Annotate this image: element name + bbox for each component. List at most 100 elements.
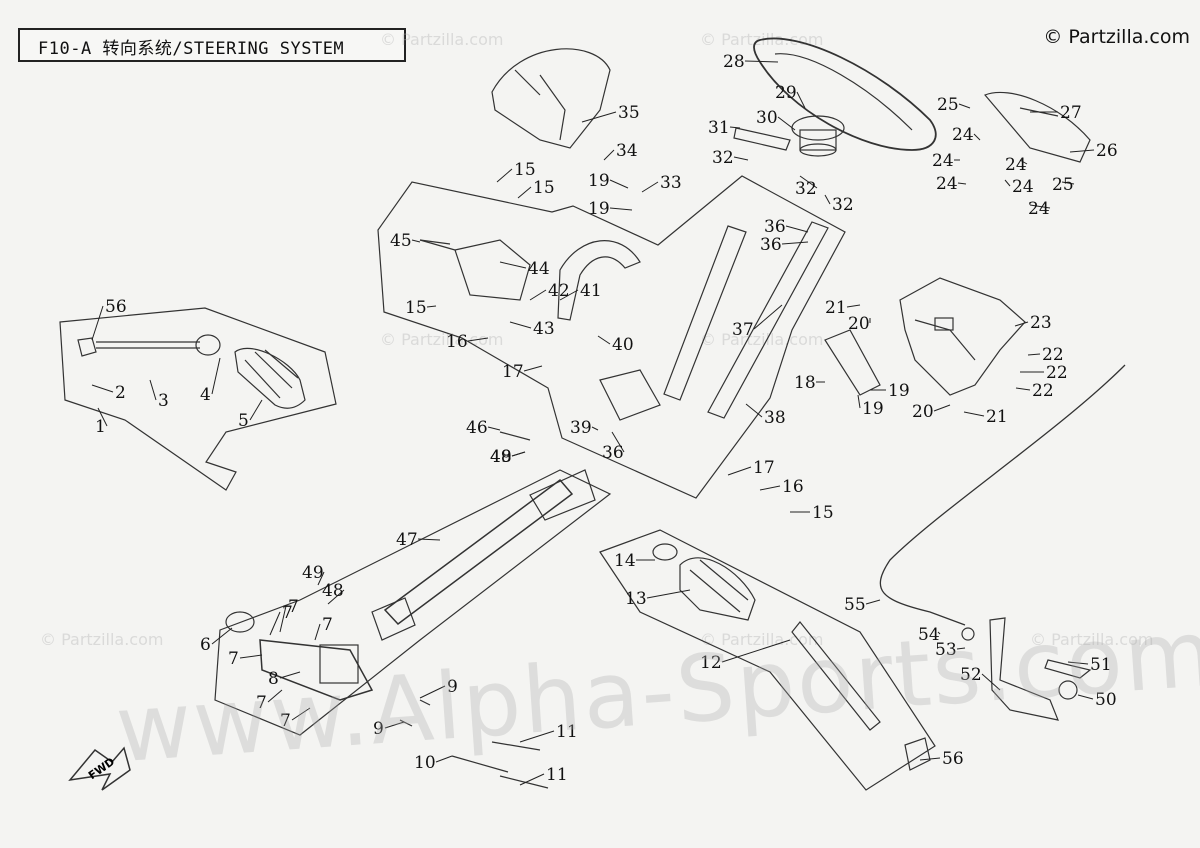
callout-21: 21 xyxy=(825,298,847,318)
callout-leader-32 xyxy=(799,175,818,189)
callout-36: 36 xyxy=(760,235,782,255)
callout-leader-22 xyxy=(1027,353,1041,356)
callout-leader-49 xyxy=(317,571,325,586)
callout-15: 15 xyxy=(812,503,834,523)
callout-23: 23 xyxy=(1030,313,1052,333)
tilt-actuator xyxy=(454,239,531,301)
callout-36: 36 xyxy=(764,217,786,237)
callout-43: 43 xyxy=(533,319,555,339)
callout-24: 24 xyxy=(1012,177,1034,197)
callout-leader-51 xyxy=(1067,661,1089,665)
callout-leader-7 xyxy=(279,605,287,633)
callout-leader-10 xyxy=(435,755,453,763)
callout-22: 22 xyxy=(1046,363,1068,383)
throttle-cable xyxy=(879,364,1126,626)
callout-leader-45 xyxy=(411,239,421,243)
callout-leader-17 xyxy=(727,466,752,476)
callout-55: 55 xyxy=(844,595,866,615)
callout-leader-55 xyxy=(865,599,881,605)
callout-5: 5 xyxy=(238,411,249,431)
callout-33: 33 xyxy=(660,173,682,193)
callout-leader-24 xyxy=(1029,204,1051,209)
callout-21: 21 xyxy=(986,407,1008,427)
callout-50: 50 xyxy=(1095,690,1117,710)
callout-leader-53 xyxy=(956,647,966,650)
callout-27: 27 xyxy=(1060,103,1082,123)
left-tie-rod xyxy=(77,337,97,357)
callout-leader-37 xyxy=(753,304,783,330)
tilt-bracket xyxy=(557,240,641,321)
callout-leader-21 xyxy=(963,411,985,417)
callout-36: 36 xyxy=(602,443,624,463)
callout-41: 41 xyxy=(580,281,602,301)
callout-leader-24 xyxy=(957,182,967,185)
callout-leader-25 xyxy=(958,103,971,109)
callout-56: 56 xyxy=(942,749,964,769)
callout-leader-16 xyxy=(759,485,781,491)
callout-leader-3 xyxy=(149,379,157,401)
shaft-group-outline xyxy=(214,469,612,736)
callout-leader-13 xyxy=(646,589,691,599)
callout-25: 25 xyxy=(937,95,959,115)
callout-35: 35 xyxy=(618,103,640,123)
callout-28: 28 xyxy=(723,52,745,72)
callout-30: 30 xyxy=(756,108,778,128)
callout-leader-24 xyxy=(1019,159,1028,165)
callout-leader-50 xyxy=(1077,694,1094,700)
callout-15: 15 xyxy=(533,178,555,198)
callout-leader-48 xyxy=(511,451,526,457)
callout-40: 40 xyxy=(612,335,634,355)
callout-leader-26 xyxy=(1069,149,1095,153)
steering-column-cover xyxy=(899,277,1026,396)
callout-7: 7 xyxy=(280,711,291,731)
callout-17: 17 xyxy=(502,362,524,382)
callout-4: 4 xyxy=(200,385,211,405)
callout-22: 22 xyxy=(1042,345,1064,365)
diagram-title: F10-A 转向系统/STEERING SYSTEM xyxy=(38,39,345,59)
copyright-notice: © Partzilla.com xyxy=(1043,26,1190,48)
callout-49: 49 xyxy=(490,447,512,467)
callout-leader-19 xyxy=(609,179,629,189)
callout-leader-5 xyxy=(249,399,263,421)
callout-leader-54 xyxy=(937,631,941,635)
callout-leader-29 xyxy=(796,91,806,109)
lower-bracket xyxy=(824,329,881,396)
callout-24: 24 xyxy=(1028,199,1050,219)
callout-24: 24 xyxy=(1005,155,1027,175)
callout-leader-15 xyxy=(517,186,532,199)
callout-3: 3 xyxy=(158,391,169,411)
callout-leader-34 xyxy=(603,149,615,161)
intermediate-shaft xyxy=(383,478,574,626)
callout-9: 9 xyxy=(373,719,384,739)
callout-16: 16 xyxy=(782,477,804,497)
callout-leader-56 xyxy=(91,305,104,341)
steering-gear xyxy=(259,639,374,701)
callout-leader-11 xyxy=(519,773,545,786)
callout-leader-33 xyxy=(641,181,659,193)
callout-leader-25 xyxy=(1061,181,1075,185)
callout-leader-15 xyxy=(426,305,437,308)
callout-46: 46 xyxy=(466,418,488,438)
callout-53: 53 xyxy=(935,640,957,660)
callout-19: 19 xyxy=(588,171,610,191)
callout-32: 32 xyxy=(712,148,734,168)
callout-18: 18 xyxy=(794,373,816,393)
callout-leader-24 xyxy=(973,133,981,141)
callout-44: 44 xyxy=(528,259,550,279)
callout-9: 9 xyxy=(447,677,458,697)
callout-13: 13 xyxy=(625,589,647,609)
callout-48: 48 xyxy=(322,581,344,601)
callout-56: 56 xyxy=(105,297,127,317)
callout-leader-35 xyxy=(581,111,617,123)
callout-leader-4 xyxy=(211,357,221,395)
fwd-label: FWD xyxy=(86,755,117,782)
callout-leader-32 xyxy=(733,156,749,161)
callout-10: 10 xyxy=(414,753,436,773)
callout-leader-19 xyxy=(857,394,861,409)
callout-45: 45 xyxy=(390,231,412,251)
left-tie-rod-group-outline xyxy=(59,307,337,491)
callout-26: 26 xyxy=(1096,141,1118,161)
callout-24: 24 xyxy=(932,151,954,171)
callout-leader-7 xyxy=(269,611,281,636)
